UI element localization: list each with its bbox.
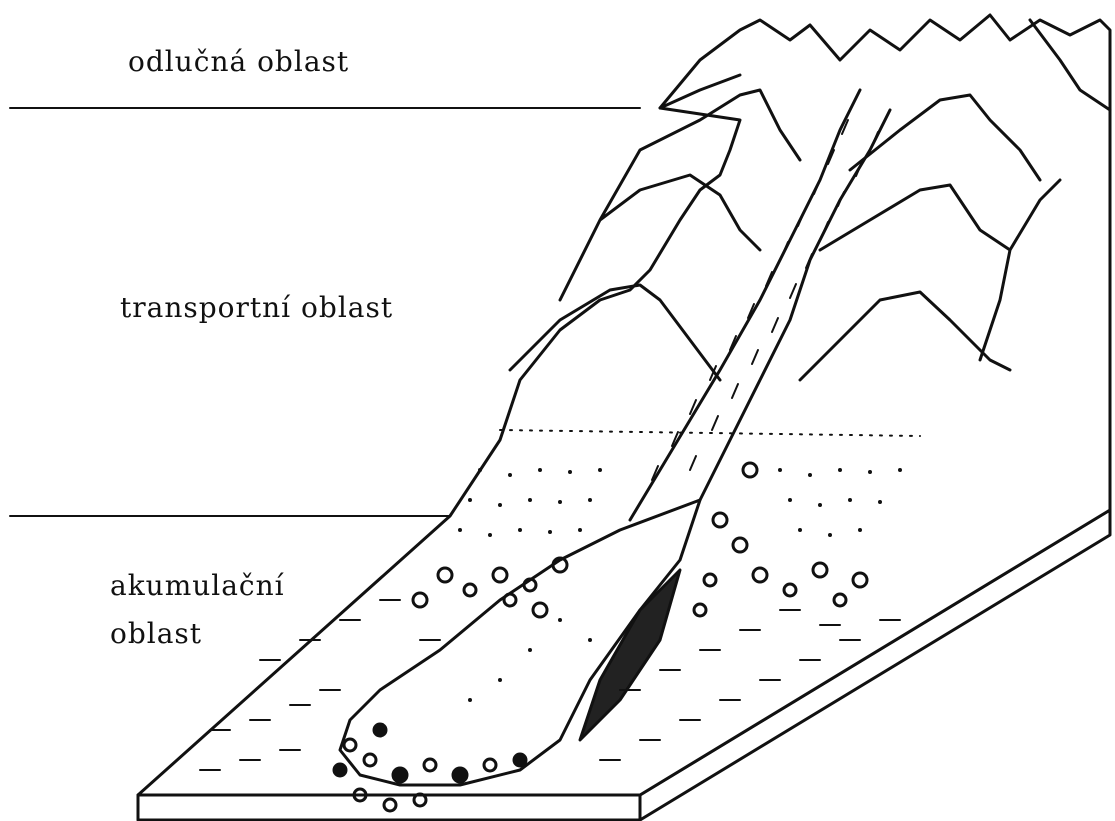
zone-label-accumulation: akumulační oblast — [110, 562, 285, 658]
zone-label-accumulation-line2: oblast — [110, 610, 285, 658]
zone-label-transport: transportní oblast — [120, 284, 393, 332]
zone-label-accumulation-line1: akumulační — [110, 562, 285, 610]
zone-label-detachment: odlučná oblast — [128, 38, 349, 86]
